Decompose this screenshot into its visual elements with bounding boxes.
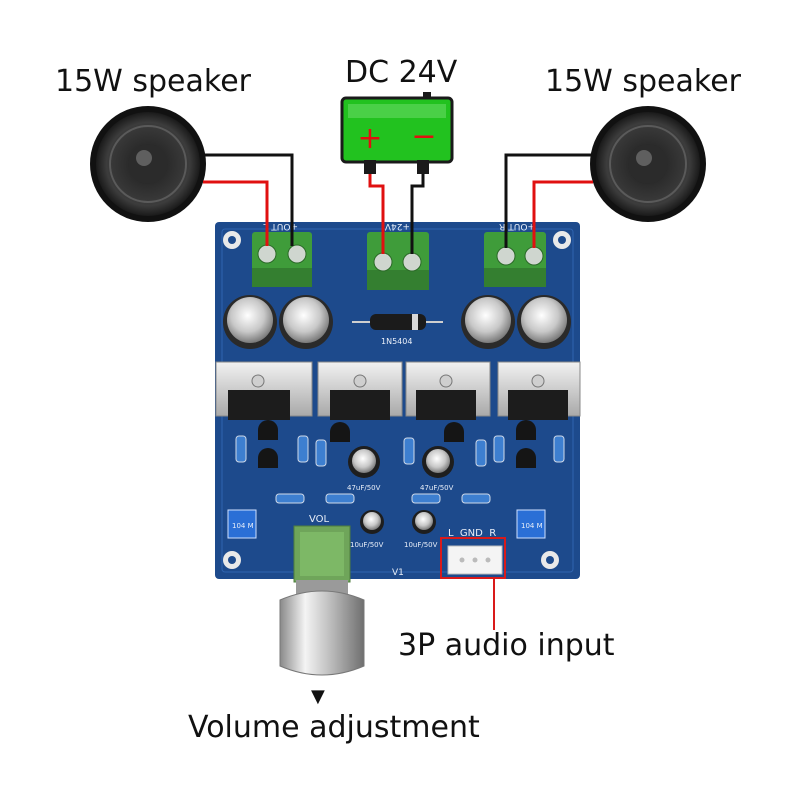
silk-out-left: +OUT L: [263, 221, 298, 231]
volume-knob: [279, 590, 365, 676]
capacitors-large: [223, 295, 571, 349]
audio-input-highlight: [440, 537, 506, 579]
wires: [203, 153, 593, 254]
wire-power-positive: [368, 174, 385, 254]
silk-diode: 1N5404: [381, 337, 412, 346]
heatsinks: [215, 361, 581, 420]
speaker-left-icon: [90, 106, 206, 222]
wire-left-negative: [203, 153, 294, 246]
silk-cap-mid-right: 47uF/50V: [420, 484, 454, 492]
wire-power-negative: [410, 174, 425, 254]
speaker-left-label: 15W speaker: [55, 64, 251, 99]
mounting-holes: [223, 231, 571, 569]
battery-plus: +: [357, 121, 382, 156]
volume-arrow-icon: ▼: [311, 686, 325, 707]
silk-cap-small-right: 10uF/50V: [404, 541, 438, 549]
trim-pots: [227, 509, 546, 539]
silk-cap-small-left: 10uF/50V: [350, 541, 384, 549]
volume-label: Volume adjustment: [188, 710, 480, 745]
silk-v1: V1: [392, 568, 404, 578]
resistors: [235, 435, 565, 504]
wire-right-positive: [532, 180, 593, 248]
audio-input-label: 3P audio input: [398, 628, 615, 663]
silk-vol: VOL: [309, 514, 330, 525]
battery-minus: −: [411, 119, 436, 154]
volume-pot-shaft: [296, 580, 348, 594]
silk-trim-left: 104 M: [232, 522, 254, 530]
terminal-out-left: [252, 232, 312, 287]
terminal-out-right: [484, 232, 546, 287]
silk-input-pins: L GND R: [448, 528, 496, 539]
wire-right-negative: [504, 153, 593, 248]
capacitors-medium: [348, 446, 454, 534]
speaker-right-icon: [590, 106, 706, 222]
speaker-right-label: 15W speaker: [545, 64, 741, 99]
battery: [340, 92, 454, 174]
power-label: DC 24V: [345, 55, 458, 90]
silk-trim-right: 104 M: [521, 522, 543, 530]
silk-power: +24V: [384, 221, 410, 231]
small-transistors: [258, 420, 536, 468]
silk-out-right: +OUT R: [499, 221, 535, 231]
wire-left-positive: [203, 180, 269, 246]
terminal-power: [367, 232, 429, 290]
diode: [352, 314, 443, 330]
silk-cap-mid-left: 47uF/50V: [347, 484, 381, 492]
